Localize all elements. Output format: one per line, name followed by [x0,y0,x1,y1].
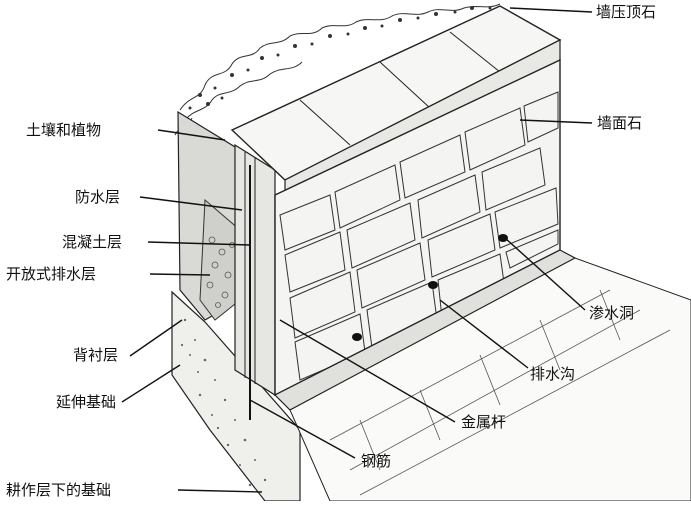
label-concrete: 混凝土层 [62,233,123,251]
weep-holes [352,234,508,341]
gravel-drainage [199,198,241,321]
label-backing: 背衬层 [73,346,119,364]
label-soil-plants: 土壤和植物 [26,121,102,139]
label-foundation-below-tillage: 耕作层下的基础 [6,481,112,499]
vegetation-dots [188,6,492,110]
face-stones [279,91,559,381]
label-waterproof: 防水层 [75,188,121,206]
label-drain-ditch: 排水沟 [530,365,576,383]
label-rebar: 钢筋 [361,452,392,470]
ground-paving [289,257,691,502]
label-open-drainage: 开放式排水层 [6,265,97,283]
label-face-stone: 墙面石 [597,114,643,132]
label-extended-footing: 延伸基础 [56,393,117,411]
label-cap-stone: 墙压顶石 [596,3,657,21]
label-metal-rod: 金属杆 [461,413,507,431]
label-weep-hole: 渗水洞 [589,304,635,322]
leader-lines [121,7,593,493]
footing-stipple [180,318,267,487]
paving-lines [329,289,671,496]
